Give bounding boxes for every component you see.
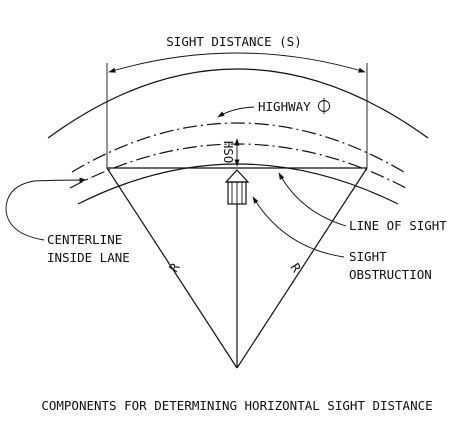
centerline-symbol-icon <box>318 98 330 114</box>
highway-leader <box>217 106 255 118</box>
radius-right <box>236 167 368 369</box>
sight-distance-arc <box>108 52 366 73</box>
radius-right-label: R <box>287 260 304 275</box>
sight-obstruction-label-1: SIGHT <box>349 249 387 264</box>
sight-obstruction-leader <box>252 196 345 258</box>
outer-road-edge <box>47 68 429 139</box>
centerline-leader <box>5 177 87 241</box>
line-of-sight-leader <box>278 172 347 227</box>
highway-centerline <box>71 122 405 173</box>
radius-left <box>106 167 238 369</box>
sight-obstruction-label-2: OBSTRUCTION <box>349 267 432 282</box>
line-of-sight-label: LINE OF SIGHT <box>349 218 447 233</box>
highway-cl-label: HIGHWAY <box>258 99 311 114</box>
sight-distance-label: SIGHT DISTANCE (S) <box>166 34 301 49</box>
radius-left-label: R <box>166 260 183 275</box>
diagram-caption: COMPONENTS FOR DETERMINING HORIZONTAL SI… <box>41 398 432 413</box>
building-icon <box>224 169 250 205</box>
centerline-label-2: INSIDE LANE <box>47 250 130 265</box>
hso-label: HSO <box>221 141 236 164</box>
centerline-label-1: CENTERLINE <box>47 232 122 247</box>
